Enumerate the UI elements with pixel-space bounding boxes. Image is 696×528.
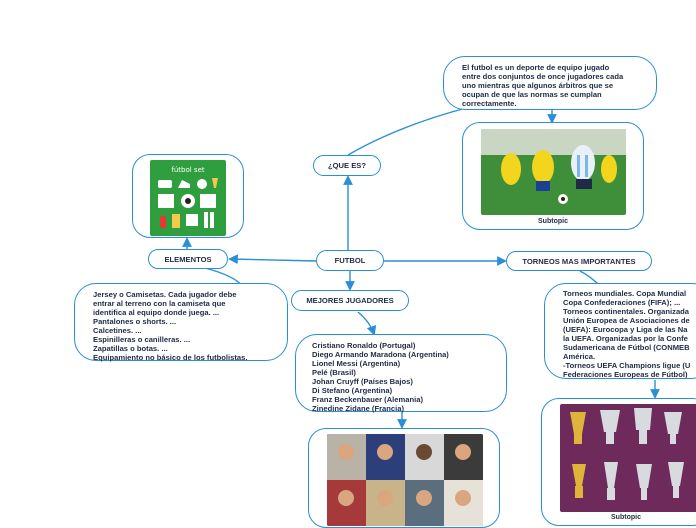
que-es-image-node[interactable]: Subtopic [462, 122, 644, 230]
description-line: Pantalones o shorts. ... [93, 317, 177, 326]
definition-line: correctamente. [462, 99, 517, 108]
player-item: Di Stefano (Argentina) [312, 386, 393, 395]
topic-que-es-label: ¿QUE ES? [328, 161, 366, 170]
torneos-line: -Torneos UEFA Champions ligue (U [563, 361, 691, 370]
player-item: Lionel Messi (Argentina) [312, 359, 401, 368]
topic-torneos-label: TORNEOS MAS IMPORTANTES [522, 256, 636, 266]
players-list[interactable]: Cristiano Ronaldo (Portugal) Diego Arman… [295, 334, 507, 413]
topic-elementos[interactable]: ELEMENTOS [148, 249, 228, 269]
link-futbol-elementos [228, 254, 317, 265]
description-line: Zapatillas o botas. ... [93, 344, 168, 353]
description-line: identifica al equipo donde juega. ... [93, 308, 220, 317]
topic-mejores-jugadores[interactable]: MEJORES JUGADORES [291, 290, 409, 311]
topic-elementos-label: ELEMENTOS [164, 254, 212, 264]
torneos-line: Unión Europea de Asociaciones de [563, 316, 690, 325]
football-set-title: fútbol set [171, 166, 204, 174]
torneos-line: Federaciones Europeas de Fútbol) [563, 370, 688, 379]
torneos-line: Torneos mundiales. Copa Mundial [563, 289, 687, 298]
description-line: Calcetines. ... [93, 326, 142, 335]
definition-line: entre dos conjuntos de once jugadores ca… [462, 72, 624, 81]
soccer-match-photo [481, 129, 626, 215]
torneos-line: América. [563, 352, 596, 361]
description-line: Jersey o Camisetas. Cada jugador debe [93, 290, 237, 299]
link-queés-definition [347, 106, 471, 156]
torneos-line: Copa Confederaciones (FIFA); ... [563, 298, 681, 307]
player-item: Johan Cruyff (Países Bajos) [312, 377, 413, 386]
torneos-line: la UEFA. Organizadas por la Confe [563, 334, 688, 343]
player-item: Zinedine Zidane (Francia) [312, 404, 404, 413]
definition-line: ocupan de que las normas se cumplan [462, 90, 602, 99]
football-equipment-icons: fútbol set [150, 160, 226, 236]
players-photo-collage [327, 434, 483, 526]
topic-mejores-jugadores-label: MEJORES JUGADORES [306, 296, 394, 305]
elementos-image-node[interactable]: fútbol set [132, 154, 244, 238]
description-line: entrar al terreno con la camiseta que [93, 299, 226, 308]
players-image-node[interactable] [308, 428, 500, 528]
elementos-description[interactable]: Jersey o Camisetas. Cada jugador debe en… [74, 283, 288, 362]
player-item: Pelé (Brasil) [312, 368, 356, 377]
topic-que-es[interactable]: ¿QUE ES? [313, 155, 381, 176]
torneos-image-node[interactable]: Subtopic [541, 398, 696, 526]
player-item: Diego Armando Maradona (Argentina) [312, 350, 449, 359]
description-line: Equipamiento no básico de los futbolista… [93, 353, 248, 362]
topic-torneos[interactable]: TORNEOS MAS IMPORTANTES [506, 251, 652, 271]
trophies-photo [560, 404, 696, 512]
description-line: Espinilleras o canilleras. ... [93, 335, 191, 344]
player-item: Franz Beckenbauer (Alemania) [312, 395, 423, 404]
que-es-definition[interactable]: El futbol es un deporte de equipo jugado… [443, 56, 657, 110]
que-es-image-caption: Subtopic [538, 218, 568, 225]
player-item: Cristiano Ronaldo (Portugal) [312, 341, 416, 350]
torneos-line: (UEFA): Eurocopa y Liga de las Na [563, 325, 688, 334]
torneos-line: Torneos continentales. Organizada [563, 307, 690, 316]
definition-line: uno mientras que algunos árbitros que se [462, 81, 614, 90]
definition-line: El futbol es un deporte de equipo jugado [462, 63, 610, 72]
torneos-line: Sudamericana de Fútbol (CONMEB [563, 343, 690, 352]
link-jugadores-list [357, 311, 377, 336]
torneos-description[interactable]: Torneos mundiales. Copa Mundial Copa Con… [544, 283, 696, 379]
central-topic-futbol[interactable]: FUTBOL [316, 250, 384, 271]
torneos-image-caption: Subtopic [611, 514, 641, 521]
central-topic-label: FUTBOL [334, 256, 366, 265]
